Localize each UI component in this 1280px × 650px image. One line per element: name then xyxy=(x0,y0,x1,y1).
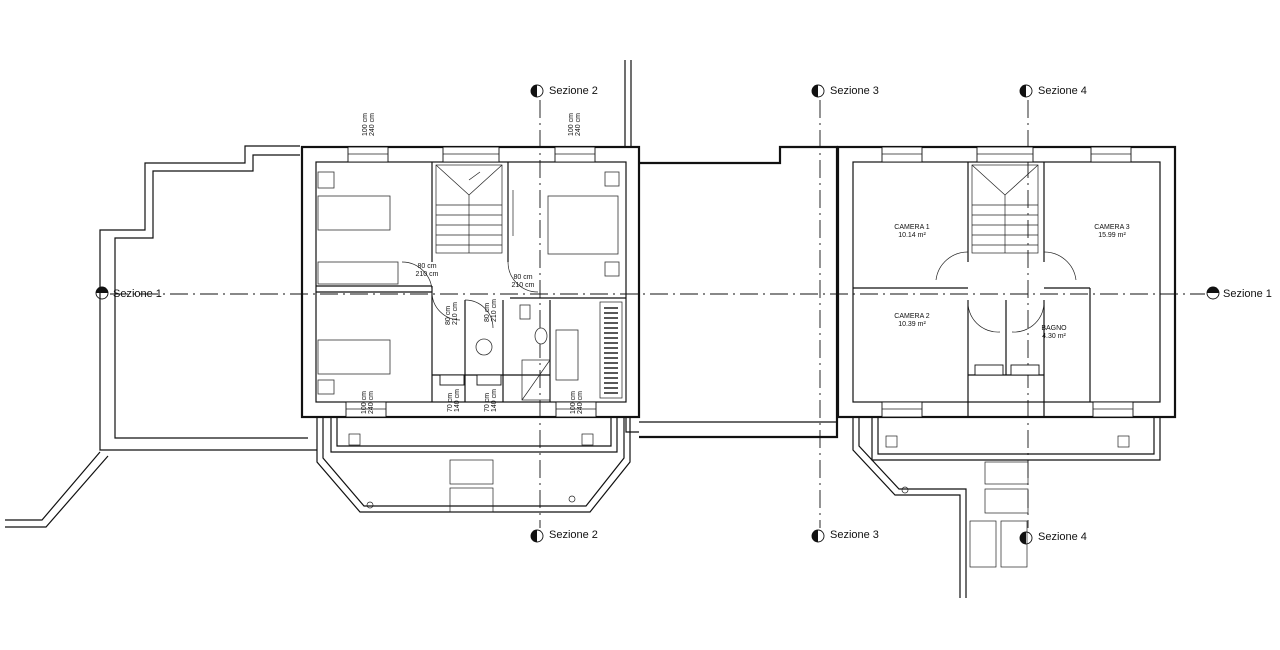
room-bagno: BAGNO 4.30 m² xyxy=(1041,325,1067,340)
room-area: 10.14 m² xyxy=(898,232,926,239)
section-label: Sezione 4 xyxy=(1038,531,1087,543)
section-marker-2-top: Sezione 2 xyxy=(530,84,598,98)
section-marker-4-top: Sezione 4 xyxy=(1019,84,1087,98)
section-marker-2-bottom: Sezione 2 xyxy=(530,529,598,543)
section-lines xyxy=(110,100,1205,528)
dim-door-width: 70 cm xyxy=(447,393,454,412)
section-label: Sezione 2 xyxy=(549,529,598,541)
dim-door-height: 140 cm xyxy=(454,389,461,412)
left-unit xyxy=(300,145,641,419)
room-name: CAMERA 1 xyxy=(894,224,930,231)
dim-window-height: 240 cm xyxy=(577,391,584,414)
room-name: BAGNO xyxy=(1041,325,1067,332)
dim-door-height: 210 cm xyxy=(491,299,498,322)
right-unit xyxy=(836,145,1177,419)
room-name: CAMERA 2 xyxy=(894,313,930,320)
dim-door-width: 70 cm xyxy=(484,393,491,412)
room-camera-1: CAMERA 1 10.14 m² xyxy=(894,224,930,239)
dim-window-height: 240 cm xyxy=(369,113,376,136)
dim-door-height: 210 cm xyxy=(512,282,535,289)
room-area: 10.39 m² xyxy=(898,321,926,328)
dim-window-width: 100 cm xyxy=(362,113,369,136)
dim-door-width: 80 cm xyxy=(445,306,452,325)
dim-window-height: 240 cm xyxy=(575,113,582,136)
room-camera-3: CAMERA 3 15.99 m² xyxy=(1094,224,1130,239)
section-marker-4-bottom: Sezione 4 xyxy=(1019,531,1087,545)
right-balcony xyxy=(852,418,1161,598)
left-balcony xyxy=(316,418,631,513)
section-marker-3-bottom: Sezione 3 xyxy=(811,529,879,543)
section-label: Sezione 2 xyxy=(549,85,598,97)
dim-door-height: 210 cm xyxy=(452,302,459,325)
dim-door-height: 210 cm xyxy=(416,271,439,278)
room-camera-2: CAMERA 2 10.39 m² xyxy=(894,313,930,328)
section-label: Sezione 4 xyxy=(1038,85,1087,97)
dim-window-width: 100 cm xyxy=(568,113,575,136)
room-name: CAMERA 3 xyxy=(1094,224,1130,231)
dim-window-height: 240 cm xyxy=(368,391,375,414)
section-label: Sezione 3 xyxy=(830,529,879,541)
section-label: Sezione 1 xyxy=(113,288,162,300)
dim-door-height: 140 cm xyxy=(491,389,498,412)
middle-block xyxy=(625,145,839,439)
dim-door-width: 80 cm xyxy=(417,263,436,270)
section-marker-1-right: Sezione 1 xyxy=(1206,286,1272,300)
dim-door-width: 80 cm xyxy=(513,274,532,281)
dim-window-width: 100 cm xyxy=(570,391,577,414)
section-marker-3-top: Sezione 3 xyxy=(811,84,879,98)
section-label: Sezione 3 xyxy=(830,85,879,97)
wardrobe-hatch xyxy=(604,307,618,394)
left-terrace xyxy=(5,145,317,528)
section-label: Sezione 1 xyxy=(1223,288,1272,300)
room-area: 4.30 m² xyxy=(1042,333,1066,340)
dim-window-width: 100 cm xyxy=(361,391,368,414)
room-area: 15.99 m² xyxy=(1098,232,1126,239)
dim-door-width: 80 cm xyxy=(484,303,491,322)
section-marker-1-left: Sezione 1 xyxy=(95,286,162,300)
